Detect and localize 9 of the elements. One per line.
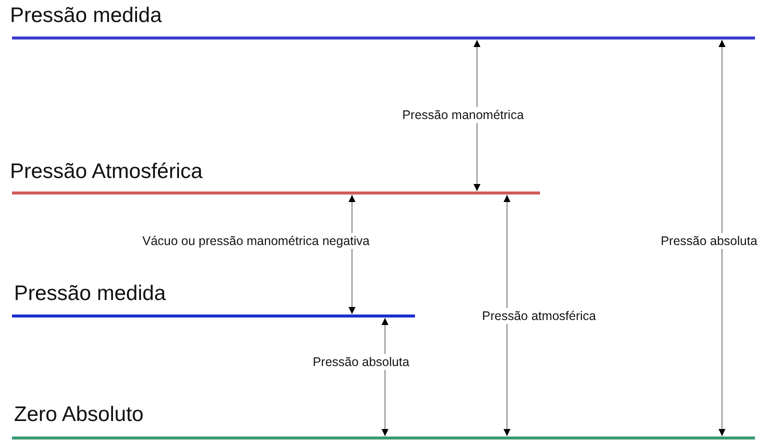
dimension-label: Pressão manométrica xyxy=(400,107,526,123)
level-label: Pressão medida xyxy=(10,4,162,28)
level-label: Pressão medida xyxy=(14,282,166,306)
level-label: Pressão Atmosférica xyxy=(10,160,203,184)
dimension-label: Pressão absoluta xyxy=(310,354,412,370)
dimension-label: Pressão atmosférica xyxy=(480,308,598,324)
level-label: Zero Absoluto xyxy=(14,403,144,427)
dimension-label: Vácuo ou pressão manométrica negativa xyxy=(140,233,372,249)
dimension-label: Pressão absoluta xyxy=(658,233,760,249)
